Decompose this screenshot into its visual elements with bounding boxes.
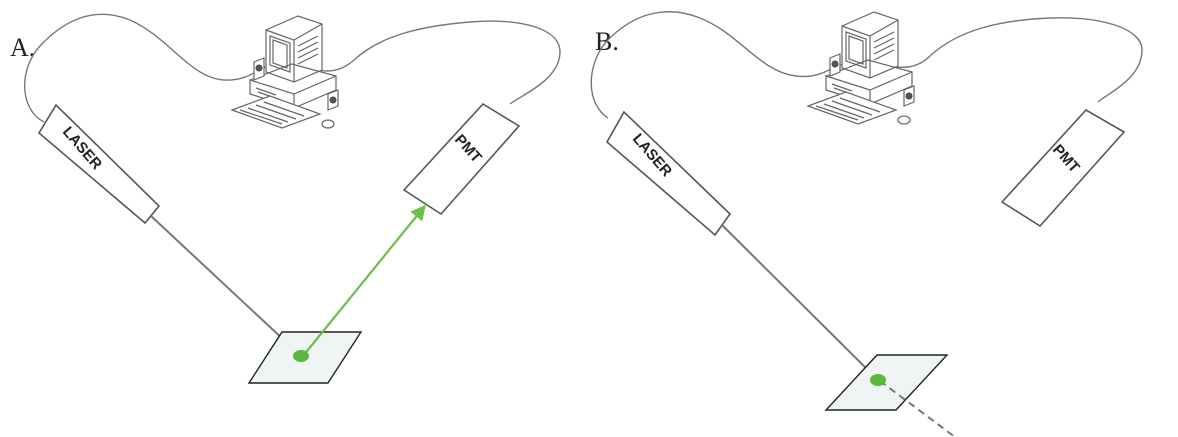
panel-a: A. LASER PMT (10, 13, 561, 384)
panel-a-label: A. (10, 33, 35, 62)
panel-b-transmitted-beam (879, 380, 956, 437)
panel-b-computer-icon (807, 11, 915, 125)
panel-b-laser: LASER (605, 110, 732, 237)
panel-a-excitation-spot (293, 350, 309, 362)
panel-b-pmt-body (1000, 108, 1126, 228)
panel-b-laser-body (605, 110, 732, 237)
panel-b-pmt: PMT (1000, 108, 1126, 228)
panel-b-laser-beam (721, 224, 879, 381)
panel-b: B. LASER PMT (590, 11, 1143, 437)
panel-b-excitation-spot (870, 374, 886, 386)
panel-a-emission-arrow (302, 204, 426, 357)
panel-a-computer-icon (231, 15, 339, 129)
panel-a-laser: LASER (37, 103, 161, 225)
panel-b-sample-slide (824, 354, 949, 411)
panel-a-pmt: PMT (402, 102, 521, 216)
panel-a-laser-beam (150, 215, 302, 357)
panel-a-pmt-body (402, 102, 521, 216)
panel-a-laser-body (37, 103, 161, 225)
